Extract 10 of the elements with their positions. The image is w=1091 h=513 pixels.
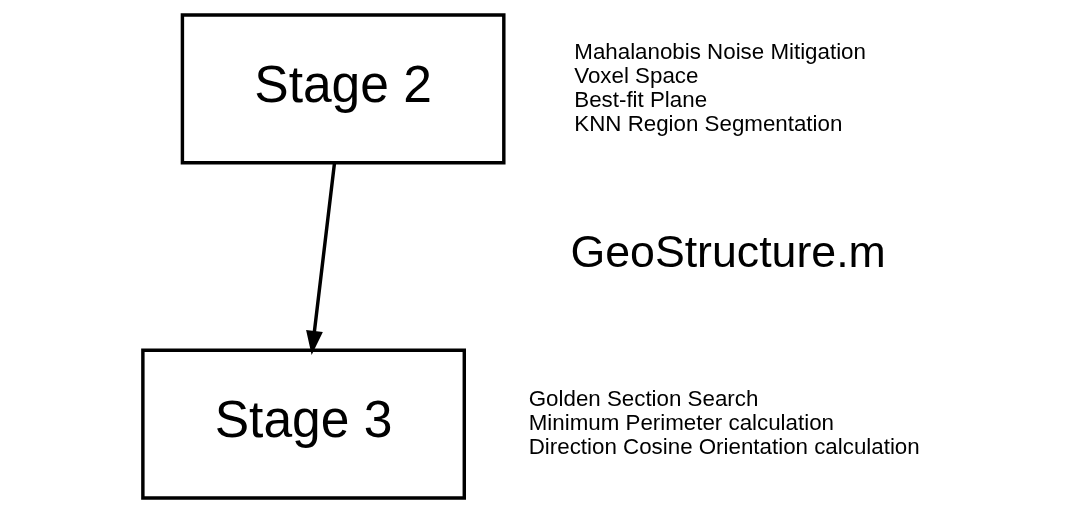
node-label: Direction Cosine Orientation calculation [528,433,920,459]
label: GeoStructure.m [570,227,886,277]
node-box: Stage 3 [141,348,466,500]
arrow [306,163,337,355]
node-label: Voxel Space [574,62,699,88]
node-label: KNN Region Segmentation [574,110,843,136]
node-box: Stage 2 [180,13,506,165]
node-label: Minimum Perimeter calculation [528,409,834,435]
node-label: Mahalanobis Noise Mitigation [574,38,866,64]
node-label: Golden Section Search [528,385,759,411]
